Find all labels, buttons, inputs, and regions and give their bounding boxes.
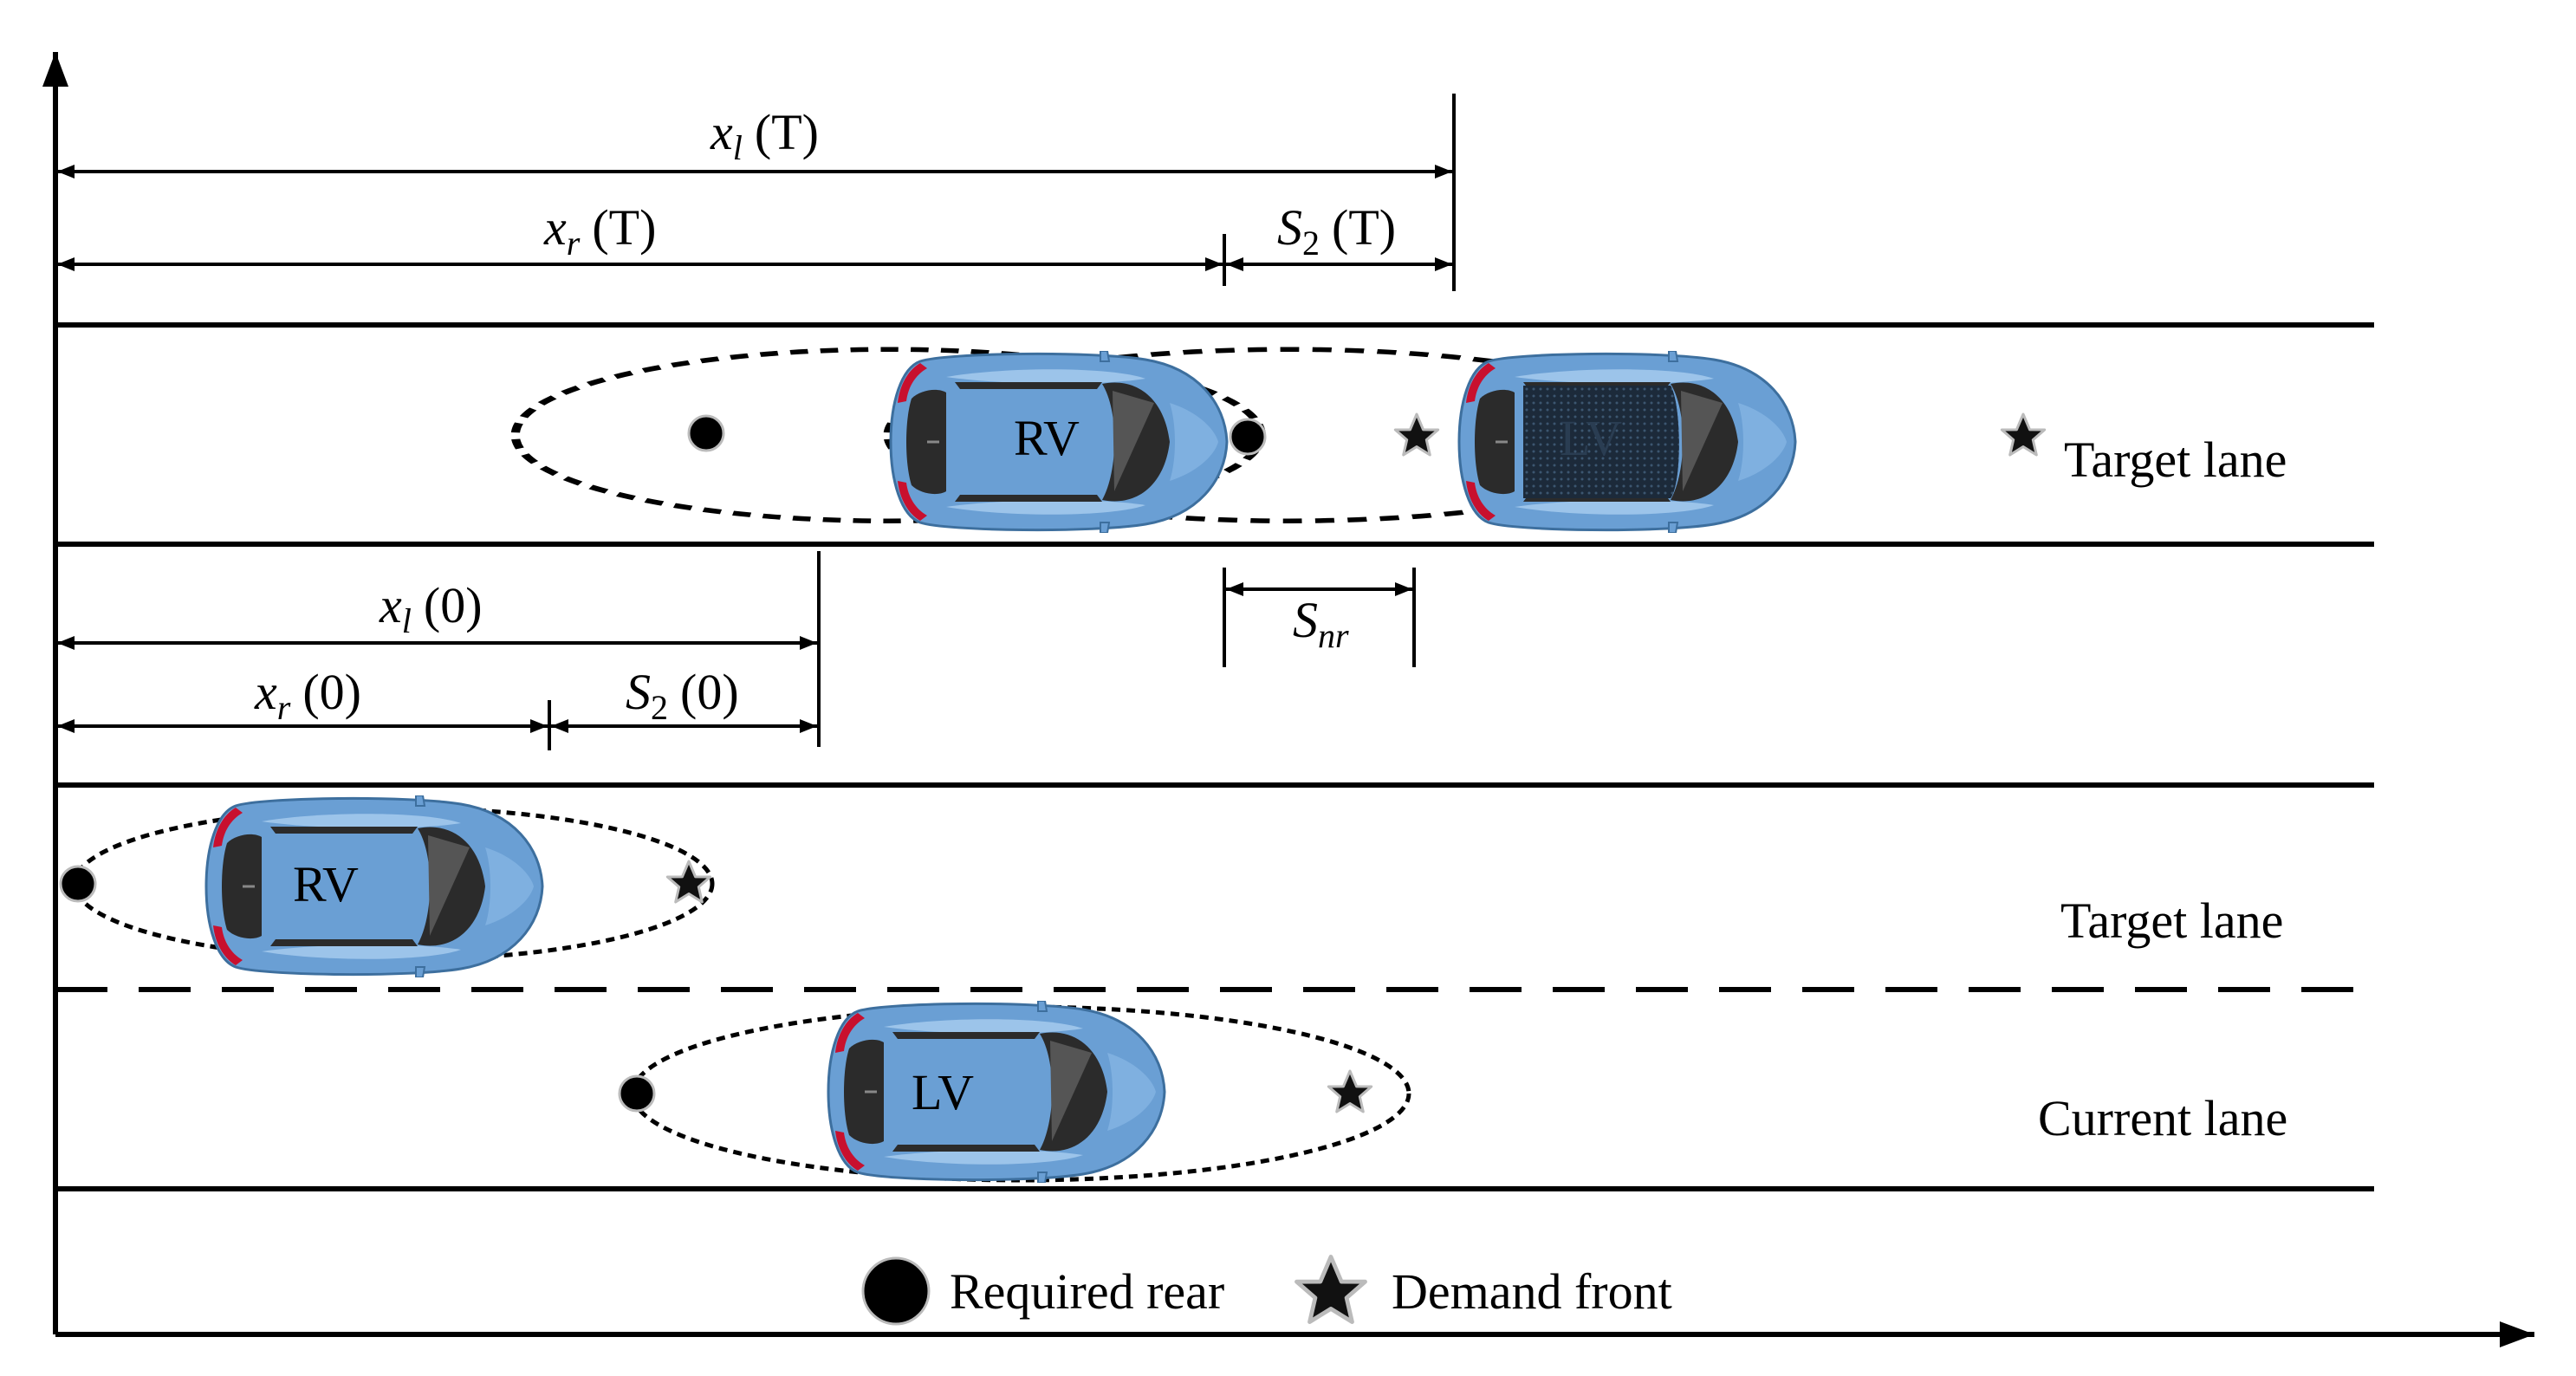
car-rv-top-label: RV — [1014, 410, 1080, 466]
rear-dot-lv-top — [1229, 418, 1267, 456]
lane-label-top: Target lane — [2064, 432, 2287, 488]
legend-rear-label: Required rear — [950, 1263, 1224, 1320]
car-lv-top-label: LV — [1560, 410, 1622, 466]
car-lv-bottom — [827, 1001, 1166, 1183]
legend: Required rear Demand front — [861, 1256, 1672, 1326]
star-icon — [1393, 412, 1440, 457]
star-icon — [2000, 412, 2047, 457]
star-icon — [1327, 1069, 1373, 1113]
legend-star-icon — [1296, 1256, 1365, 1321]
legend-dot-icon — [861, 1256, 931, 1326]
label-xr-0: xr(0) — [254, 664, 361, 727]
label-xl-0: xl(0) — [379, 577, 483, 640]
axes — [42, 52, 2534, 1347]
label-Snr: Snr — [1293, 592, 1349, 655]
rear-dot-lv-bottom — [618, 1074, 656, 1113]
rear-dot-rv-mid — [59, 865, 97, 903]
dimension-group-T: xl(T) xr(T) S2(T) — [57, 94, 1456, 291]
label-xl-T: xl(T) — [710, 104, 819, 167]
label-S2-T: S2(T) — [1277, 199, 1396, 263]
mid-lane-vehicles: RV — [59, 795, 715, 977]
top-lane-vehicles: RV LV — [510, 347, 2047, 533]
dimension-Snr: Snr — [1223, 568, 1416, 667]
car-lv-top — [1459, 351, 1795, 533]
car-lv-bottom-label: LV — [912, 1064, 974, 1120]
label-S2-0: S2(0) — [626, 664, 739, 727]
dimension-group-0: xl(0) xr(0) S2(0) — [57, 551, 821, 750]
car-rv-mid — [204, 795, 544, 977]
current-lane-vehicles: LV — [618, 1001, 1411, 1183]
rear-dot-rv-top — [687, 414, 725, 452]
lane-label-mid: Target lane — [2060, 892, 2283, 949]
lane-label-bottom: Current lane — [2038, 1090, 2287, 1146]
lane-lines — [55, 322, 2374, 1191]
label-xr-T: xr(T) — [543, 199, 656, 263]
legend-front-label: Demand front — [1392, 1263, 1672, 1320]
car-rv-mid-label: RV — [293, 856, 359, 912]
